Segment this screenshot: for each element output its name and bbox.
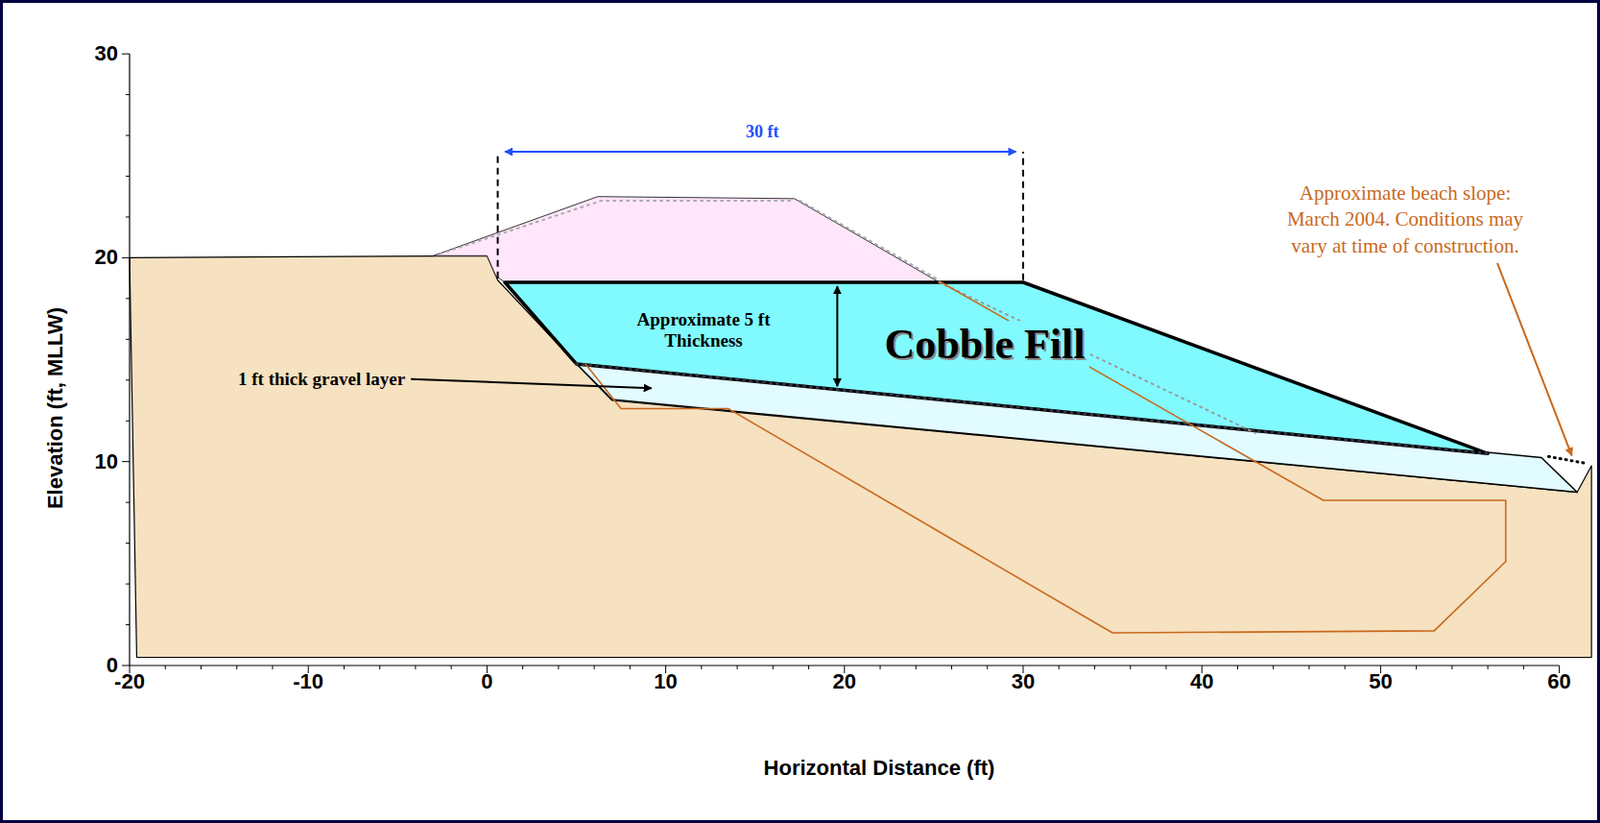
tick-label: 40 xyxy=(1190,668,1214,694)
tick-mark xyxy=(594,665,596,669)
tick-mark xyxy=(1094,665,1096,669)
sand-cap xyxy=(433,196,940,283)
excavation-outline xyxy=(585,281,1506,633)
tick-mark xyxy=(121,53,130,55)
tick-mark xyxy=(1272,665,1274,669)
tick-mark xyxy=(557,665,559,669)
layer-label: 1 ft thick gravel layer xyxy=(238,368,406,390)
tick-mark xyxy=(915,665,917,669)
tick-mark xyxy=(121,460,130,462)
leader-arrow xyxy=(1497,262,1573,455)
tick-mark xyxy=(125,420,130,422)
original-slope-line xyxy=(440,200,791,254)
tick-mark xyxy=(1237,665,1239,669)
cobble-fill-shape xyxy=(504,282,1488,454)
tick-mark xyxy=(951,665,953,669)
tick-mark xyxy=(1308,665,1310,669)
axis-title: Elevation (ft, MLLW) xyxy=(43,307,69,509)
thickness-arrow xyxy=(835,286,838,386)
leader-arrow xyxy=(410,379,652,389)
tick-mark xyxy=(125,501,130,503)
tick-mark xyxy=(737,665,739,669)
tick-label: 50 xyxy=(1368,668,1392,694)
tick-label: 10 xyxy=(653,668,677,694)
tick-mark xyxy=(343,665,345,669)
tick-mark xyxy=(121,257,130,259)
tick-mark xyxy=(522,665,524,669)
y-axis xyxy=(128,53,130,666)
tick-label: 60 xyxy=(1547,668,1571,694)
tick-mark xyxy=(808,665,810,669)
tick-mark xyxy=(1165,665,1167,669)
tick-mark xyxy=(880,665,882,669)
original-slope-line xyxy=(799,200,939,281)
tick-mark xyxy=(1523,665,1525,669)
tick-mark xyxy=(125,94,130,96)
tick-mark xyxy=(772,665,774,669)
tick-label: 30 xyxy=(1011,668,1035,694)
tick-mark xyxy=(986,665,988,669)
tick-label: 10 xyxy=(95,449,119,475)
tick-mark xyxy=(629,665,631,669)
tick-mark xyxy=(236,665,238,669)
tick-mark xyxy=(125,623,130,625)
tick-mark xyxy=(125,175,130,177)
tick-mark xyxy=(125,135,130,137)
tick-label: 20 xyxy=(833,668,857,694)
tick-mark xyxy=(1451,665,1453,669)
tick-label: -20 xyxy=(114,668,145,694)
beach-slope-line xyxy=(1548,455,1588,463)
tick-mark xyxy=(125,583,130,585)
fill-region: Approximate 5 ft Thickness Cobble Fill xyxy=(504,282,1488,454)
tick-mark xyxy=(125,215,130,217)
sand-body xyxy=(129,255,1592,657)
tick-mark xyxy=(1487,665,1489,669)
gravel-top-dots xyxy=(576,363,1489,454)
dimension-extension xyxy=(1022,151,1025,281)
tick-label: 20 xyxy=(95,244,119,270)
tick-mark xyxy=(451,665,453,669)
tick-mark xyxy=(125,542,130,544)
tick-mark xyxy=(125,379,130,381)
tick-label: 0 xyxy=(480,668,493,694)
tick-mark xyxy=(165,665,167,669)
tick-mark xyxy=(700,665,702,669)
tick-mark xyxy=(1129,665,1131,669)
dimension-arrow xyxy=(504,150,1017,153)
tick-mark xyxy=(1058,665,1060,669)
tick-label: 30 xyxy=(95,41,119,67)
dimension-label: 30 ft xyxy=(745,120,780,142)
axis-title: Horizontal Distance (ft) xyxy=(764,755,996,781)
tick-label: -10 xyxy=(292,668,324,694)
tick-mark xyxy=(1344,665,1346,669)
tick-mark xyxy=(1415,665,1417,669)
tick-mark xyxy=(271,665,273,669)
thickness-note: Approximate 5 ft Thickness xyxy=(615,309,793,352)
tick-mark xyxy=(121,665,130,667)
beach-note: Approximate beach slope: March 2004. Con… xyxy=(1274,180,1536,260)
dimension-extension xyxy=(497,151,500,279)
tick-mark xyxy=(379,665,381,669)
tick-mark xyxy=(125,338,130,340)
tick-mark xyxy=(200,665,202,669)
tick-mark xyxy=(414,665,416,669)
original-slope-line xyxy=(938,282,1256,433)
tick-mark xyxy=(125,297,130,299)
region-title: Cobble Fill xyxy=(881,320,1090,370)
